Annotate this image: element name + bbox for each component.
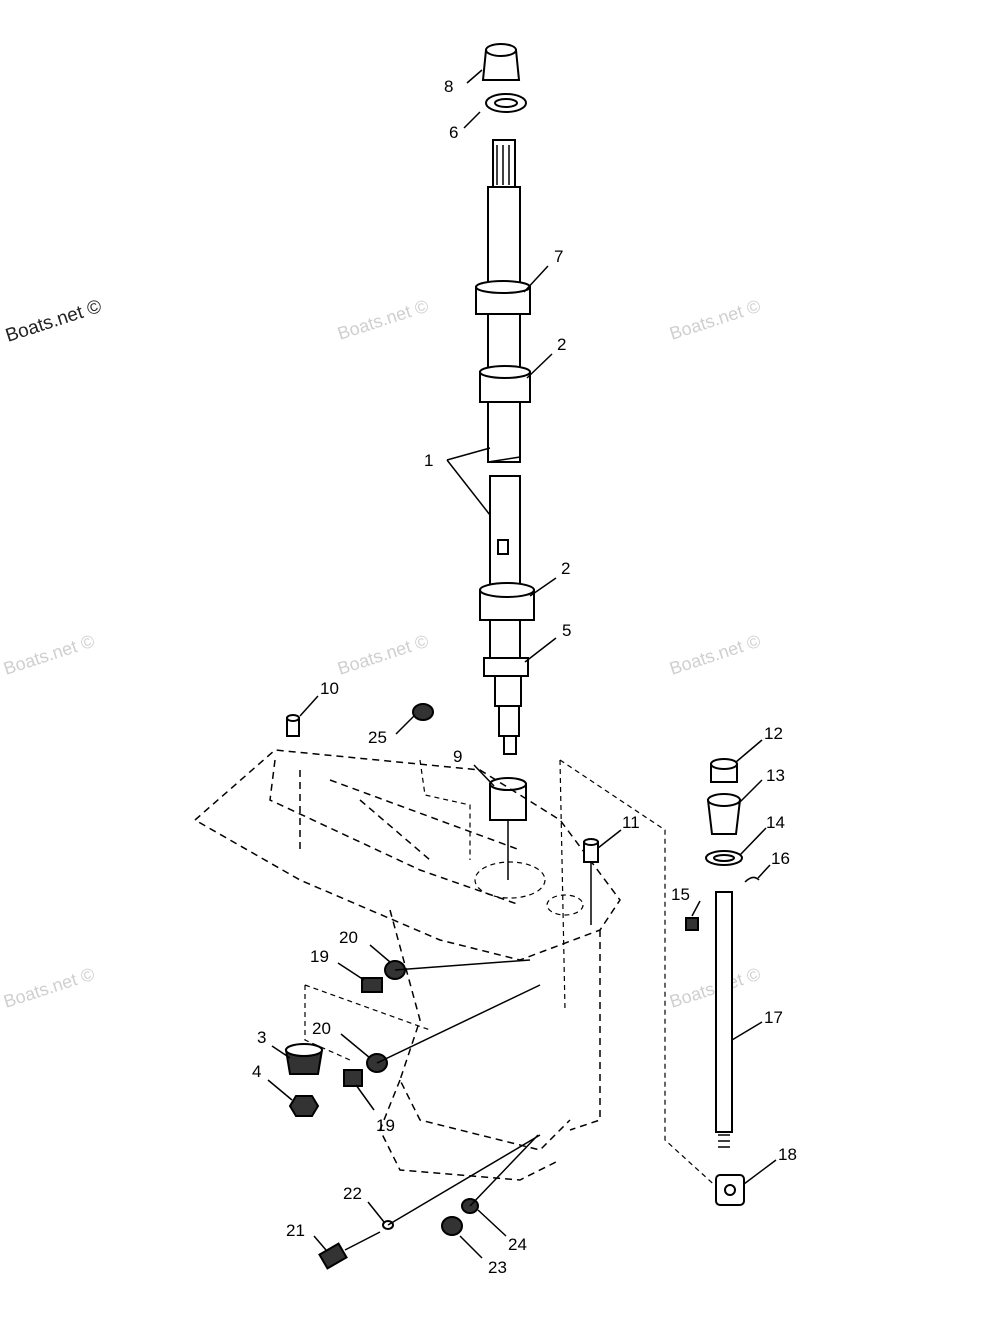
callout-17: 17 — [764, 1008, 783, 1027]
callout-15: 15 — [671, 885, 690, 904]
shift-rod-assembly — [685, 758, 760, 1206]
callout-leaders — [267, 69, 777, 1259]
callout-13: 13 — [766, 766, 785, 785]
callout-4: 4 — [252, 1062, 261, 1081]
watermark-text: Boats.net © — [667, 631, 763, 679]
watermark-text: Boats.net © — [1, 964, 97, 1012]
callout-22: 22 — [343, 1184, 362, 1203]
callout-16: 16 — [771, 849, 790, 868]
callout-24: 24 — [508, 1235, 527, 1254]
watermark-text: Boats.net © — [1, 631, 97, 679]
watermark-text: Boats.net © — [667, 296, 763, 344]
callout-19-upper: 19 — [310, 947, 329, 966]
callout-20-lower: 20 — [312, 1019, 331, 1038]
callout-7: 7 — [554, 247, 563, 266]
callout-labels: 8 6 7 2 1 2 5 10 25 9 12 13 14 11 16 15 … — [252, 77, 797, 1277]
callout-12: 12 — [764, 724, 783, 743]
callout-8: 8 — [444, 77, 453, 96]
callout-14: 14 — [766, 813, 785, 832]
callout-20-upper: 20 — [339, 928, 358, 947]
callout-23: 23 — [488, 1258, 507, 1277]
callout-3: 3 — [257, 1028, 266, 1047]
watermark-text: Boats.net © — [335, 296, 431, 344]
callout-6: 6 — [449, 123, 458, 142]
callout-5: 5 — [562, 621, 571, 640]
callout-9: 9 — [453, 747, 462, 766]
callout-18: 18 — [778, 1145, 797, 1164]
watermark-text: Boats.net © — [335, 631, 431, 679]
callout-19-lower: 19 — [376, 1116, 395, 1135]
watermarks: Boats.net © Boats.net © Boats.net © Boat… — [1, 296, 763, 1012]
callout-1: 1 — [424, 451, 433, 470]
callout-11: 11 — [622, 813, 640, 832]
watermark-main: Boats.net © — [3, 296, 104, 347]
callout-10: 10 — [320, 679, 339, 698]
driveshaft-assembly — [475, 43, 535, 880]
callout-2-lower: 2 — [561, 559, 570, 578]
small-parts — [284, 703, 599, 1270]
callout-21: 21 — [286, 1221, 305, 1240]
callout-25: 25 — [368, 728, 387, 747]
gearcase-housing — [193, 749, 721, 1191]
callout-2-upper: 2 — [557, 335, 566, 354]
